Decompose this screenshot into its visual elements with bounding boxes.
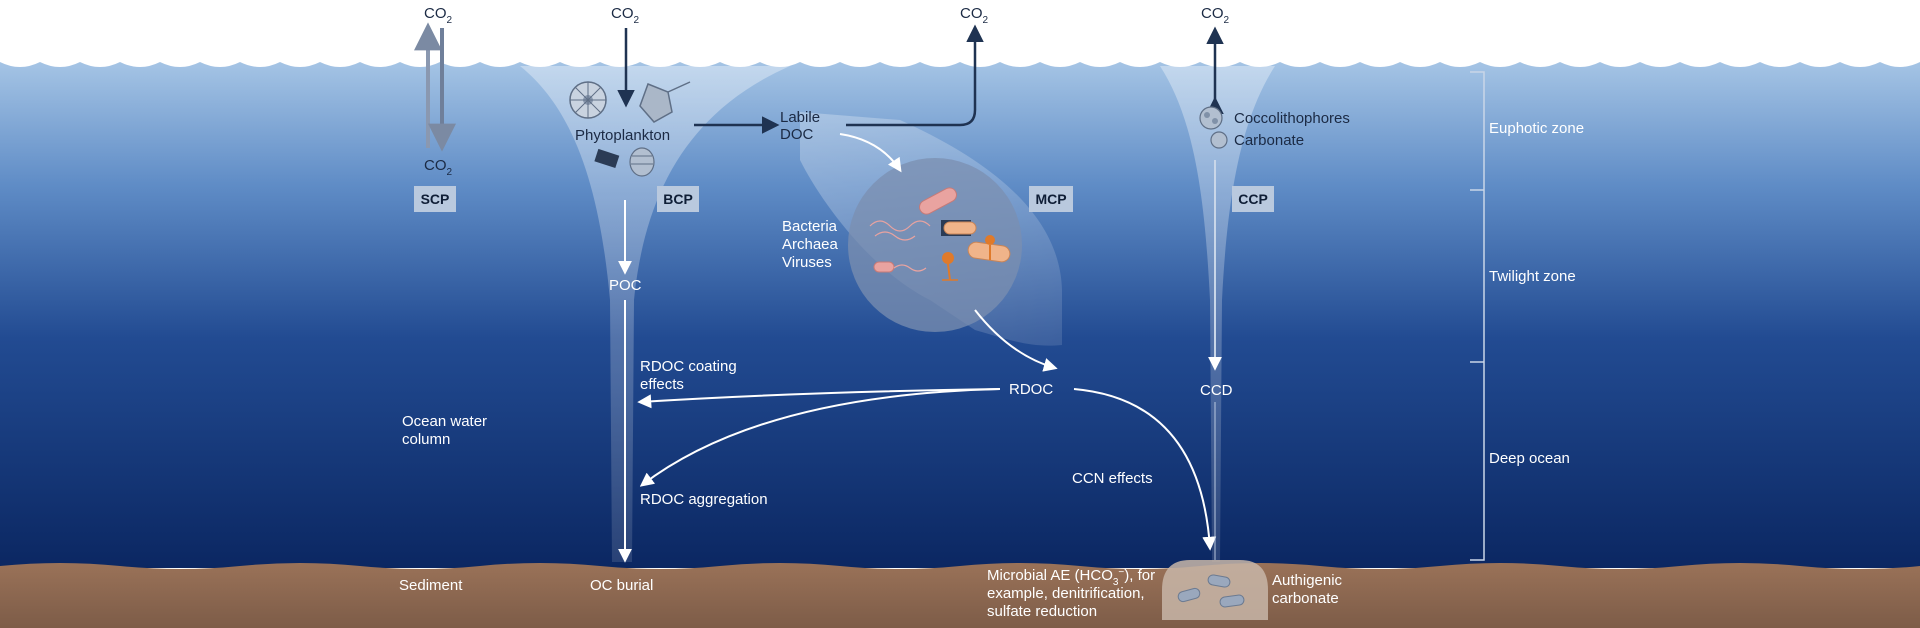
microbial-ae-label-line2: example, denitrification, [987, 585, 1145, 602]
co2-label-scp-bottom: CO2 [424, 157, 453, 178]
coccolithophores-label: Coccolithophores [1234, 110, 1350, 127]
co2-label-ccp: CO2 [1201, 5, 1230, 26]
oc-burial-label: OC burial [590, 577, 653, 594]
authigenic-carbonate-label-line2: carbonate [1272, 590, 1339, 607]
rdoc-aggregation-label: RDOC aggregation [640, 491, 768, 508]
zone-twilight-label: Twilight zone [1489, 268, 1576, 285]
mcp-badge-label: MCP [1035, 191, 1066, 207]
scp-badge [414, 186, 456, 212]
poc-label: POC [609, 277, 642, 294]
coccolithophore-icon [1199, 106, 1223, 130]
ocean-surface [0, 0, 1920, 67]
zone-bracket-line [1470, 71, 1485, 561]
scp-badge-label: SCP [421, 191, 450, 207]
labile-doc-label-line2: DOC [780, 126, 814, 143]
carbonate-icon [1210, 131, 1228, 149]
rdoc-ccn-arrow [1073, 388, 1217, 551]
sediment-label: Sediment [399, 577, 463, 594]
co2-label-mcp: CO2 [960, 5, 989, 26]
rdoc-coating-label-line1: RDOC coating [640, 358, 737, 375]
authigenic-microbe-icon-3 [1219, 594, 1245, 608]
rdoc-coating-arrow [637, 388, 1001, 409]
virus-icon-2 [942, 252, 958, 281]
labile-doc-to-co2-arrow [846, 24, 984, 127]
bacteria-label: Bacteria [782, 218, 838, 235]
bcp-badge-label: BCP [663, 191, 693, 207]
microbial-ae-label-line1: Microbial AE (HCO3−), for [987, 567, 1155, 588]
ccp-badge-label: CCP [1238, 191, 1268, 207]
zone-deep-label: Deep ocean [1489, 450, 1570, 467]
rdoc-coating-label-line2: effects [640, 376, 684, 393]
ocean-water-label-line1: Ocean water [402, 413, 487, 430]
ccd-label: CCD [1200, 382, 1233, 399]
rdoc-aggregation-arrow [639, 388, 1001, 487]
authigenic-carbonate-label-line1: Authigenic [1272, 572, 1343, 589]
authigenic-carbonate-dome [1162, 560, 1268, 620]
phytoplankton-coccolith-icon [629, 147, 655, 177]
phytoplankton-label: Phytoplankton [575, 127, 670, 144]
mcp-microbe-circle [848, 158, 1022, 332]
rdoc-label: RDOC [1009, 381, 1053, 398]
bacteria-icon-2 [873, 261, 927, 273]
phytoplankton-dinoflagellate-icon [639, 81, 691, 123]
microbes-to-rdoc-arrow [974, 309, 1058, 372]
virus-icon [985, 235, 995, 260]
phytoplankton-diatom-icon [569, 81, 607, 119]
ccp-funnel [1160, 66, 1275, 562]
zone-euphotic-label: Euphotic zone [1489, 120, 1584, 137]
authigenic-microbe-icon [1177, 587, 1201, 603]
viruses-label: Viruses [782, 254, 832, 271]
phytoplankton-chain-icon [594, 148, 620, 169]
ccn-effects-label: CCN effects [1072, 470, 1153, 487]
ccp-badge [1232, 186, 1274, 212]
bacteria-icon [869, 187, 957, 241]
archaea-label: Archaea [782, 236, 839, 253]
microbial-ae-label-line3: sulfate reduction [987, 603, 1097, 620]
co2-label-scp-top: CO2 [424, 5, 453, 26]
sediment-layer [0, 563, 1920, 628]
bcp-funnel [520, 66, 790, 562]
mcp-badge [1029, 186, 1073, 212]
archaea-icon [943, 221, 977, 235]
bcp-badge [657, 186, 699, 212]
labile-doc-to-microbes-arrow [839, 133, 902, 173]
ocean-water-label-line2: column [402, 431, 450, 448]
labile-doc-label-line1: Labile [780, 109, 820, 126]
carbonate-label: Carbonate [1234, 132, 1304, 149]
co2-label-bcp: CO2 [611, 5, 640, 26]
authigenic-microbe-icon-2 [1207, 574, 1231, 588]
